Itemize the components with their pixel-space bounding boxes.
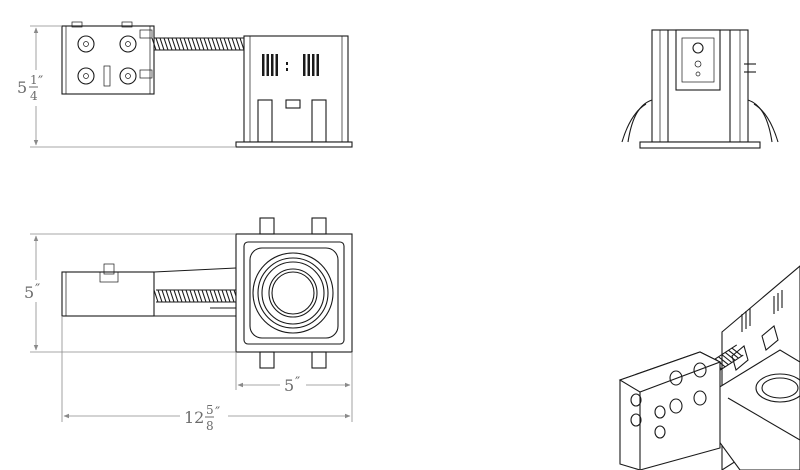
length-dimension: 12 5 8 ″ xyxy=(61,316,353,436)
length-denominator: 8 xyxy=(206,419,214,433)
iso-knockouts xyxy=(630,362,707,439)
flexible-conduit xyxy=(151,37,245,51)
height-denominator: 4 xyxy=(30,89,38,103)
height-whole: 5 xyxy=(17,78,27,97)
junction-box xyxy=(61,25,155,95)
height-unit: ″ xyxy=(38,74,43,90)
housing-whole: 5 xyxy=(284,376,294,395)
width-unit: ″ xyxy=(35,282,40,298)
plan-conduit xyxy=(153,289,239,303)
housing-unit: ″ xyxy=(295,375,300,391)
height-dimension: 5 1 4 ″ xyxy=(14,25,236,148)
height-numerator: 1 xyxy=(30,73,38,87)
housing-dimension: 5 ″ xyxy=(235,352,353,395)
length-unit: ″ xyxy=(215,405,220,421)
plan-junction-box xyxy=(61,271,155,317)
isometric-view xyxy=(618,265,800,470)
iso-vents xyxy=(741,290,783,332)
vent-slots xyxy=(262,54,319,76)
lens-rings xyxy=(252,252,334,334)
knockout-circles xyxy=(77,35,137,85)
width-whole: 5 xyxy=(24,283,34,302)
end-junction-plate xyxy=(675,29,721,91)
housing-body xyxy=(243,35,349,143)
length-whole: 12 xyxy=(184,408,204,427)
end-elevation-view xyxy=(621,29,779,149)
length-numerator: 5 xyxy=(206,403,214,417)
width-dimension: 5 ″ xyxy=(22,233,236,353)
top-plan-view xyxy=(61,217,353,369)
side-elevation-view xyxy=(61,21,353,148)
